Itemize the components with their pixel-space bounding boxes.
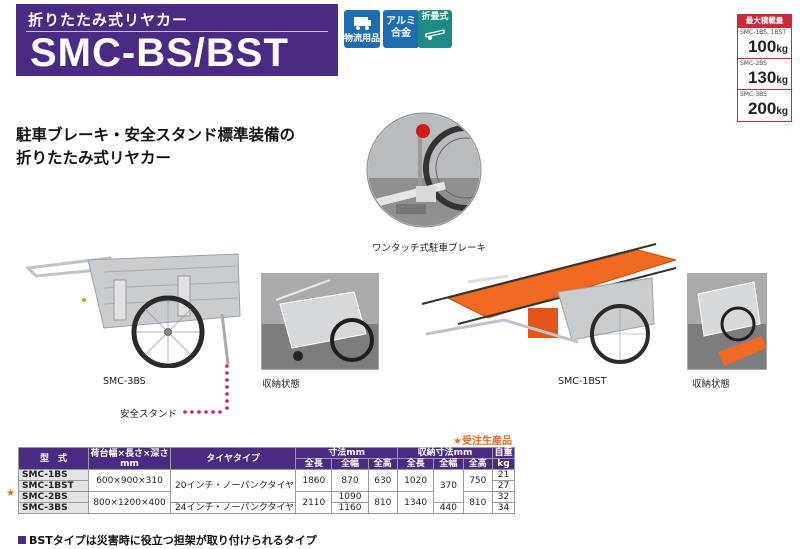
cell-tire: 20インチ・ノーパンクタイヤ xyxy=(169,469,297,503)
caption-smc-1bst: SMC-1BST xyxy=(558,376,607,387)
caption-brake: ワンタッチ式駐車ブレーキ xyxy=(372,243,487,254)
cell-weight: 32 xyxy=(492,491,515,503)
table-row: SMC-3BS 24インチ・ノーパンクタイヤ 1160 440 34 xyxy=(18,502,515,514)
footnote: BSTタイプは災害時に役立つ担架が取り付けられるタイプ xyxy=(18,532,317,548)
cell-height: 810 xyxy=(367,491,399,514)
badge-aluminum-label: アルミ合金 xyxy=(386,16,416,39)
made-to-order-note: ★受注生産品 xyxy=(453,436,512,447)
max-load-value: 200kg xyxy=(747,99,788,118)
header-divider xyxy=(26,31,328,32)
th-weight-unit: kg xyxy=(492,458,515,470)
caption-folded-1: 収納状態 xyxy=(262,379,301,390)
cell-s-length: 1020 xyxy=(396,469,435,492)
th-length: 全長 xyxy=(295,458,333,470)
caption-folded-2: 収納状態 xyxy=(692,379,731,390)
folded-photo-1 xyxy=(261,273,379,370)
max-load-row: SMC-2BS 130kg xyxy=(738,58,791,89)
product-header: 折りたたみ式リヤカー SMC-BS/BST xyxy=(16,4,338,76)
badge-folding-label: 折畳式 xyxy=(421,12,449,22)
max-load-table: 最大積載量 SMC-1BS, 1BST 100kg SMC-2BS 130kg … xyxy=(737,14,792,122)
max-load-model: SMC-1BS, 1BST xyxy=(740,29,787,36)
badge-logistics: 物流用品 xyxy=(344,10,380,48)
max-load-row: SMC-3BS 200kg xyxy=(738,89,791,120)
th-height: 全高 xyxy=(367,458,399,470)
cell-s-width: 370 xyxy=(433,469,464,503)
square-bullet-icon xyxy=(18,536,26,544)
th-model: 型 式 xyxy=(18,447,89,470)
max-load-heading: 最大積載量 xyxy=(738,15,791,27)
cell-model: SMC-1BS xyxy=(18,469,89,481)
cell-s-height: 750 xyxy=(462,469,494,492)
cell-tire: 24インチ・ノーパンクタイヤ xyxy=(169,502,297,514)
caption-safety-stand: 安全スタンド xyxy=(120,409,178,420)
max-load-model: SMC-2BS xyxy=(740,60,767,67)
max-load-row: SMC-1BS, 1BST 100kg xyxy=(738,27,791,58)
th-s-length: 全長 xyxy=(396,458,435,470)
catch-copy: 駐車ブレーキ・安全スタンド標準装備の 折りたたみ式リヤカー xyxy=(16,124,295,170)
badge-logistics-label: 物流用品 xyxy=(344,34,381,44)
cell-width: 1160 xyxy=(331,502,369,514)
product-subtitle: 折りたたみ式リヤカー xyxy=(28,11,189,29)
th-dims: 寸法mm xyxy=(295,447,398,459)
th-width: 全幅 xyxy=(331,458,369,470)
th-tire: タイヤタイプ xyxy=(169,447,297,470)
folding-icon xyxy=(425,29,445,40)
table-row: SMC-2BS 800×1200×400 2110 1090 810 1340 … xyxy=(18,491,515,514)
table-row: SMC-1BS 600×900×310 20インチ・ノーパンクタイヤ 1860 … xyxy=(18,469,515,503)
cell-s-height: 810 xyxy=(462,491,494,514)
cell-weight: 27 xyxy=(492,480,515,492)
cell-bed: 800×1200×400 xyxy=(88,491,171,514)
logistics-icon xyxy=(354,17,371,30)
cell-length: 2110 xyxy=(295,491,333,514)
cell-width: 870 xyxy=(331,469,369,492)
smc-3bs-photo xyxy=(18,240,248,368)
cell-model: SMC-2BS xyxy=(18,491,89,503)
cell-model: SMC-1BST xyxy=(18,480,89,492)
th-s-width: 全幅 xyxy=(433,458,464,470)
catch-line-2: 折りたたみ式リヤカー xyxy=(16,149,172,167)
cell-weight: 34 xyxy=(492,502,515,514)
max-load-value: 100kg xyxy=(747,37,788,56)
badge-aluminum: アルミ合金 xyxy=(383,10,419,48)
product-title: SMC-BS/BST xyxy=(30,31,289,75)
footnote-text: BSTタイプは災害時に役立つ担架が取り付けられるタイプ xyxy=(29,534,317,547)
catch-line-1: 駐車ブレーキ・安全スタンド標準装備の xyxy=(16,126,296,144)
th-stored: 収納寸法mm xyxy=(397,447,493,459)
max-load-value: 130kg xyxy=(747,68,788,87)
table-subheader-row: 全長 全幅 全高 全長 全幅 全高 kg xyxy=(19,458,515,470)
max-load-model: SMC-3BS xyxy=(740,91,767,98)
folded-photo-2 xyxy=(687,273,767,370)
cell-s-length: 1340 xyxy=(396,491,435,514)
stand-leader-dots xyxy=(183,364,229,414)
star-marker: ★ xyxy=(6,488,15,499)
smc-1bst-photo xyxy=(408,238,676,368)
cell-s-width: 440 xyxy=(433,502,464,514)
th-weight: 自重 xyxy=(492,447,515,459)
brake-photo xyxy=(366,108,482,236)
cell-weight: 21 xyxy=(492,469,515,481)
cell-model: SMC-3BS xyxy=(18,502,89,514)
table-row: SMC-1BST 27 xyxy=(18,480,515,492)
badge-folding: 折畳式 xyxy=(418,10,452,48)
cell-width: 1090 xyxy=(331,491,369,503)
cell-bed: 600×900×310 xyxy=(88,469,171,492)
cell-length: 1860 xyxy=(295,469,333,492)
cell-height: 630 xyxy=(367,469,399,492)
th-s-height: 全高 xyxy=(462,458,494,470)
caption-smc-3bs: SMC-3BS xyxy=(103,376,146,387)
